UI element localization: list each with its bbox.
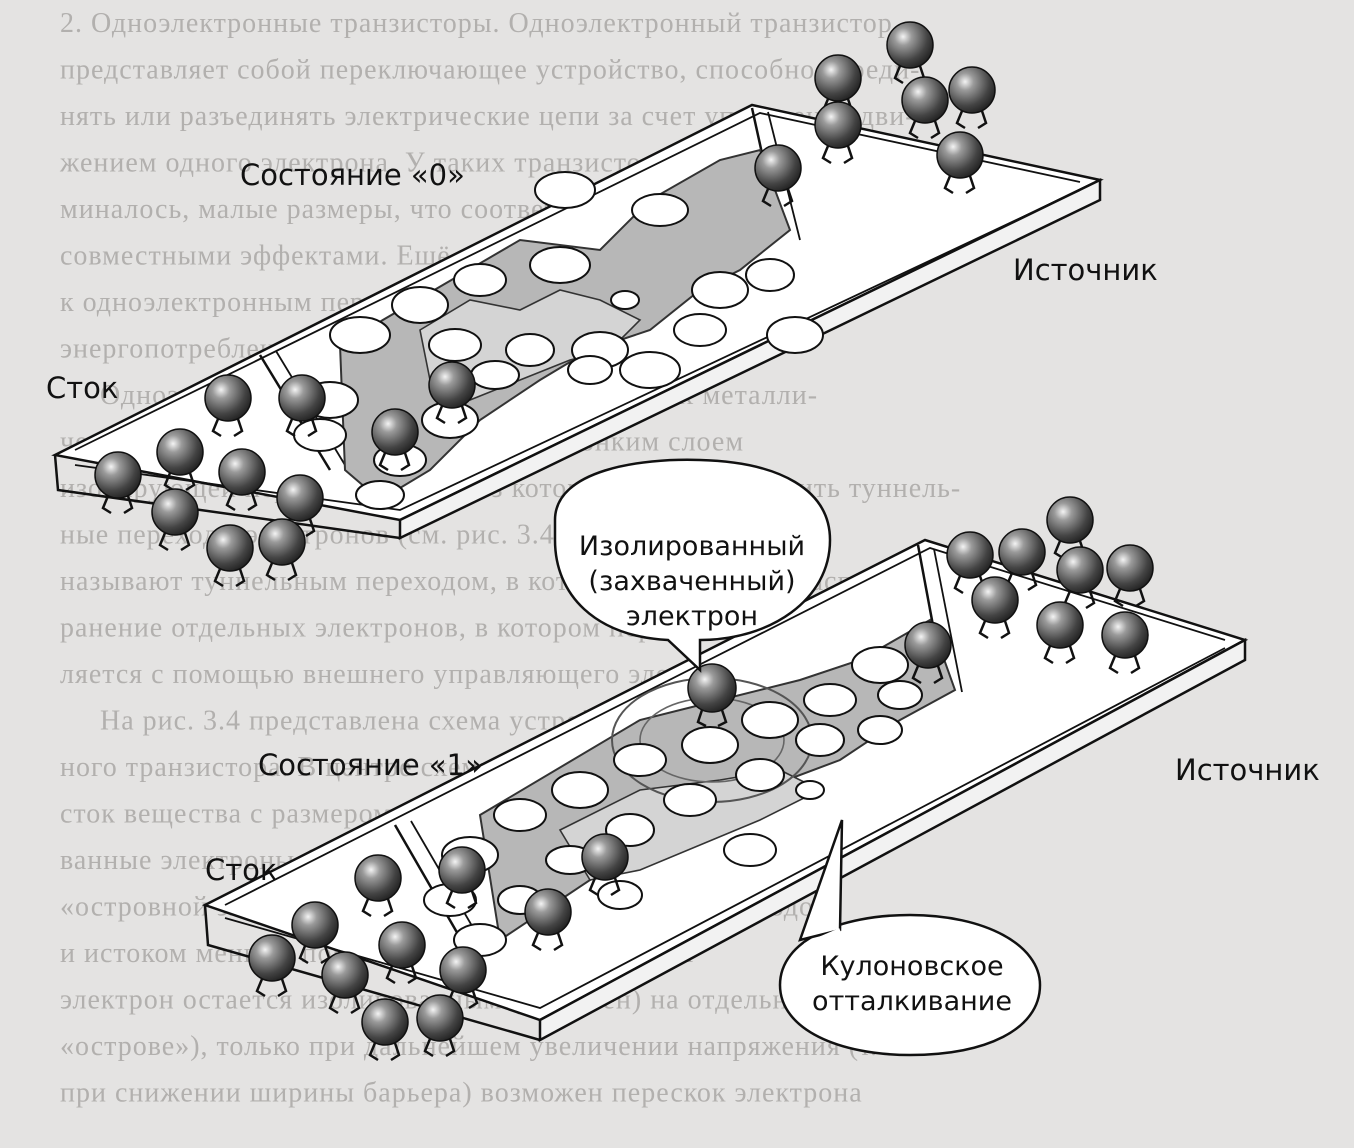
electron — [416, 994, 464, 1058]
electron — [904, 621, 952, 685]
state-0-source-label: Источник — [1013, 253, 1158, 287]
callout-isolated-line-2: (захваченный) — [588, 566, 795, 597]
island-oval — [493, 798, 547, 832]
callout-isolated-line-1: Изолированный — [579, 531, 805, 562]
island-oval — [851, 646, 909, 684]
state-1-title: Состояние «1» — [258, 748, 483, 782]
island-oval — [505, 333, 555, 367]
electron — [439, 946, 487, 1010]
island-oval — [613, 743, 667, 777]
callout-coulomb-line-2: отталкивание — [812, 986, 1012, 1017]
island-oval — [610, 290, 640, 310]
island-oval — [355, 480, 405, 510]
electron — [971, 576, 1019, 640]
electron — [248, 934, 296, 998]
callout-coulomb-line-1: Кулоновское — [820, 951, 1003, 982]
island-oval — [691, 271, 749, 309]
background-text-line: 2. Одноэлектронные транзисторы. Одноэлек… — [60, 8, 893, 39]
electron — [936, 131, 984, 195]
state-1-drain-label: Сток — [205, 853, 277, 887]
island-oval — [663, 783, 717, 817]
island-oval — [428, 328, 482, 362]
electron — [258, 518, 306, 582]
state-0-title: Состояние «0» — [240, 158, 465, 192]
island-oval — [391, 286, 449, 324]
island-oval — [293, 418, 347, 452]
electron — [524, 888, 572, 952]
electron — [1036, 601, 1084, 665]
electron — [151, 488, 199, 552]
island-oval — [857, 715, 903, 745]
background-text-line: «острове»), только при дальнейшем увелич… — [60, 1031, 900, 1062]
island-oval — [631, 193, 689, 227]
quantum-dot-islands — [293, 171, 923, 957]
electron — [354, 854, 402, 918]
island-oval — [735, 758, 785, 792]
callout-isolated-electron: Изолированный (захваченный) электрон — [553, 458, 832, 673]
state-1-source-label: Источник — [1175, 753, 1320, 787]
island-oval — [877, 680, 923, 710]
electron — [754, 144, 802, 208]
island-oval — [795, 780, 825, 800]
island-oval — [766, 316, 824, 354]
island-oval — [470, 360, 520, 390]
island-oval — [619, 351, 681, 389]
electron — [1056, 546, 1104, 610]
channel-front-wall-top — [398, 178, 1102, 540]
electron — [204, 374, 252, 438]
island-oval — [329, 316, 391, 354]
island-oval — [567, 355, 613, 385]
electron — [371, 408, 419, 472]
island-oval — [741, 701, 799, 739]
electron — [948, 66, 996, 130]
callout-coulomb-repulsion: Кулоновское отталкивание — [778, 819, 1042, 1057]
electron — [814, 101, 862, 165]
electron — [156, 428, 204, 492]
electrons — [94, 21, 1154, 1062]
captured-electron — [687, 663, 737, 728]
channel-front-wall-bottom — [538, 637, 1247, 1043]
electron — [206, 524, 254, 588]
electron — [278, 374, 326, 438]
island-oval — [534, 171, 596, 209]
island-oval — [681, 726, 739, 764]
electron — [378, 921, 426, 985]
background-text-line: представляет собой переключающее устройс… — [60, 55, 920, 86]
island-oval — [453, 263, 507, 297]
island-oval — [723, 833, 777, 867]
electron — [428, 361, 476, 425]
background-text-line: при снижении ширины барьера) возможен пе… — [60, 1078, 863, 1109]
electron — [1101, 611, 1149, 675]
island-oval — [673, 313, 727, 347]
island-oval — [529, 246, 591, 284]
island-oval — [795, 723, 845, 757]
electron — [581, 833, 629, 897]
electron — [361, 998, 409, 1062]
electron — [1106, 544, 1154, 608]
island-oval — [745, 258, 795, 292]
electron — [94, 451, 142, 515]
island-oval — [551, 771, 609, 809]
electron — [438, 846, 486, 910]
island-oval — [803, 683, 857, 717]
state-0-drain-label: Сток — [46, 371, 118, 405]
electron — [321, 951, 369, 1015]
callout-isolated-line-3: электрон — [626, 601, 758, 632]
island-oval — [597, 880, 643, 910]
electron — [218, 448, 266, 512]
electron — [901, 76, 949, 140]
